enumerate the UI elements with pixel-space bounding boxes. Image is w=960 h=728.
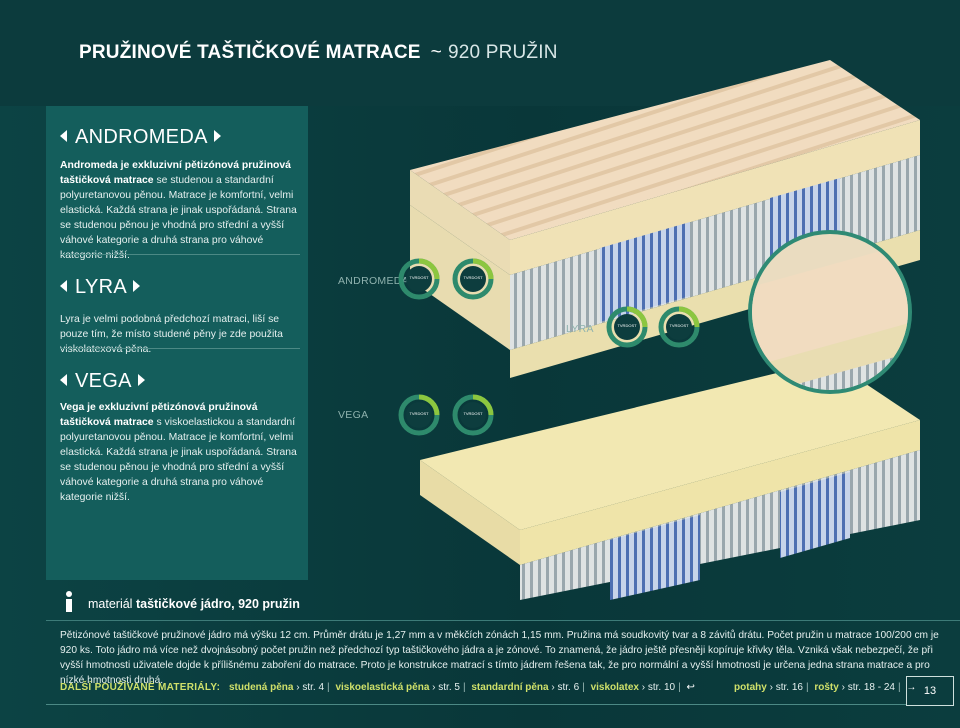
firmness-dial-icon [398,258,440,300]
firmness-dial: TVRDOST [658,306,700,348]
chevron-left-icon [60,374,67,387]
firmness-dial-icon [452,394,494,436]
diagram-label-lyra: LYRA [566,323,594,335]
title-separator: ~ [430,42,442,63]
firmness-dial-icon [606,306,648,348]
page-title-main: PRUŽINOVÉ TAŠTIČKOVÉ MATRACE [79,42,421,63]
diagram-label-andromeda: ANDROMEDA [338,275,409,287]
material-info-header: materiál taštičkové jádro, 920 pružin [46,584,960,620]
material-title: materiál taštičkové jádro, 920 pružin [88,597,300,611]
chevron-right-icon [213,130,221,143]
footer-materials: DALŠÍ POUŽÍVANÉ MATERIÁLY: studená pěna … [60,682,917,693]
firmness-dial-label: TVRDOST [463,275,483,280]
vega-mattress [420,360,920,600]
footer-link-name[interactable]: potahy [734,682,767,693]
section-heading-lyra: LYRA [60,276,140,299]
section-text-andromeda: Andromeda je exkluzivní pětizónová pruži… [60,160,297,261]
chevron-left-icon [60,130,67,143]
firmness-dial-icon [398,394,440,436]
page-number: 13 [906,676,954,706]
footer-link-name[interactable]: rošty [814,682,839,693]
firmness-dial: TVRDOST [398,258,440,300]
footer-link-name[interactable]: viskolatex [590,682,639,693]
footer-label: DALŠÍ POUŽÍVANÉ MATERIÁLY: [60,682,221,693]
section-text-lyra: Lyra je velmi podobná předchozí matraci,… [60,314,283,355]
section-heading-andromeda: ANDROMEDA [60,126,221,149]
footer-link-name[interactable]: studená pěna [229,682,294,693]
material-divider [46,620,960,621]
footer-link-name[interactable]: viskoelastická pěna [335,682,430,693]
chevron-right-icon [132,280,140,293]
page-title: PRUŽINOVÉ TAŠTIČKOVÉ MATRACE ~920 PRUŽIN [79,42,558,64]
material-description: Pětizónové taštičkové pružinové jádro má… [60,630,939,686]
section-divider [60,254,300,255]
page-subtitle: 920 PRUŽIN [447,42,558,63]
right-arrow-icon: → [906,682,917,693]
product-description-panel: ANDROMEDA Andromeda je exkluzivní pětizó… [46,106,308,580]
firmness-dial-label: TVRDOST [617,323,637,328]
mattress-illustration [410,60,920,600]
firmness-dial-icon [452,258,494,300]
firmness-dial: TVRDOST [452,258,494,300]
firmness-dial-label: TVRDOST [409,411,429,416]
firmness-dial-label: TVRDOST [463,411,483,416]
footer-link-name[interactable]: standardní pěna [471,682,549,693]
firmness-dial-icon [658,306,700,348]
firmness-dial-label: TVRDOST [409,275,429,280]
firmness-dial: TVRDOST [452,394,494,436]
diagram-label-vega: VEGA [338,409,369,421]
chevron-right-icon [137,374,145,387]
return-arrow-icon: ↩ [686,682,695,693]
chevron-left-icon [60,280,67,293]
firmness-dial-label: TVRDOST [669,323,689,328]
lyra-zoom-circle [748,230,912,394]
section-heading-vega: VEGA [60,370,145,393]
info-icon [66,591,72,612]
firmness-dial: TVRDOST [606,306,648,348]
footer-divider [46,704,906,705]
firmness-dial: TVRDOST [398,394,440,436]
section-text-vega: Vega je exkluzivní pětizónová pružinová … [60,402,297,503]
section-divider [60,348,300,349]
